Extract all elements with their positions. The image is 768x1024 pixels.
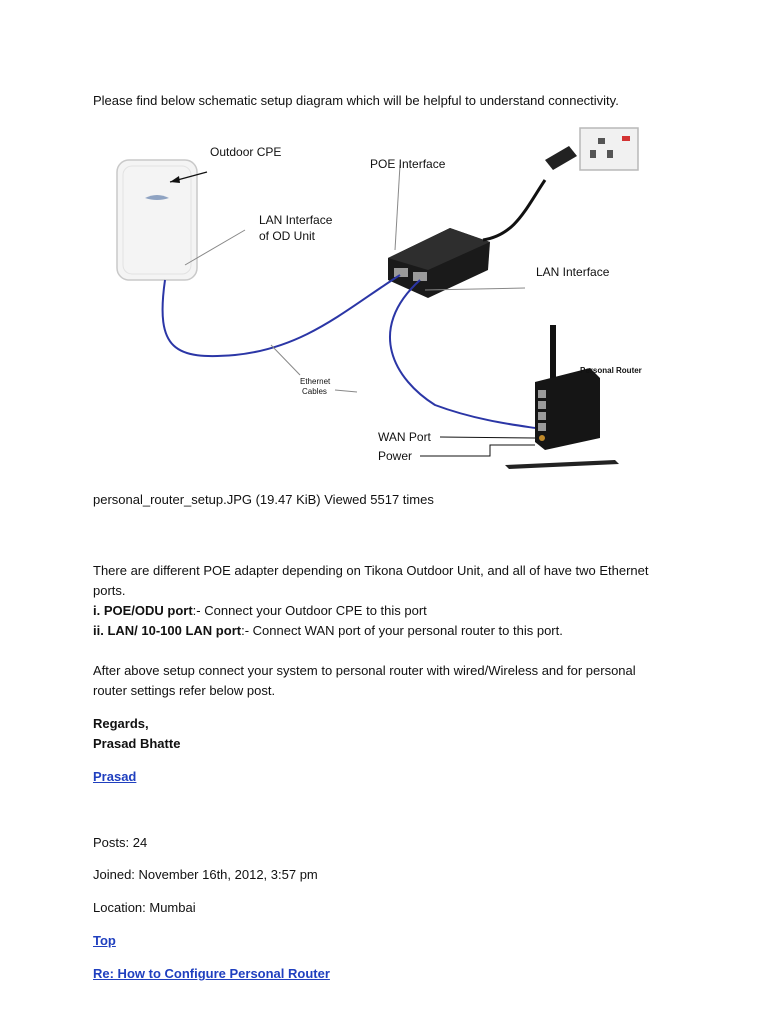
label-outdoor-cpe: Outdoor CPE [210,145,281,159]
profile-joined: Joined: November 16th, 2012, 3:57 pm [93,867,318,882]
profile-link[interactable]: Prasad [93,769,137,784]
poe-adapter [388,228,490,298]
list-item-i-label: i. POE/ODU port [93,603,193,618]
ethernet-cable-cpe [161,274,401,358]
paragraph-1-line-1: There are different POE adapter dependin… [93,563,649,578]
paragraph-2-line-2: router settings refer below post. [93,683,276,698]
list-item-i-text: :- Connect your Outdoor CPE to this port [192,603,427,618]
signature-name: Prasad Bhatte [93,736,181,751]
label-ethernet: Ethernet [300,377,331,386]
top-link[interactable]: Top [93,933,116,948]
label-personal-router: Personal Router [580,366,642,375]
paragraph-1-line-2: ports. [93,583,126,598]
list-item-ii-label: ii. LAN/ 10-100 LAN port [93,623,242,638]
intro-text: Please find below schematic setup diagra… [93,93,619,108]
list-item-i: i. POE/ODU port:- Connect your Outdoor C… [93,601,427,621]
label-lan-od-line1: LAN Interface [259,213,333,227]
attachment-caption: personal_router_setup.JPG (19.47 KiB) Vi… [93,492,434,507]
label-cables: Cables [302,387,327,396]
setup-diagram: Outdoor CPE POE Interface LAN Interface … [116,127,642,469]
paragraph-2-line-1: After above setup connect your system to… [93,663,636,678]
profile-posts: Posts: 24 [93,835,148,850]
power-cable [482,179,547,242]
list-item-ii-text: :- Connect WAN port of your personal rou… [241,623,563,638]
personal-router-device [505,325,619,469]
reply-title-link[interactable]: Re: How to Configure Personal Router [93,966,330,981]
signature-regards: Regards, [93,716,149,731]
profile-location: Location: Mumbai [93,900,196,915]
label-lan-interface: LAN Interface [536,265,610,279]
label-power: Power [378,449,412,463]
list-item-ii: ii. LAN/ 10-100 LAN port:- Connect WAN p… [93,621,563,641]
ethernet-cable-router [389,279,536,429]
wall-socket [579,127,639,171]
outdoor-cpe-device [116,159,198,281]
label-poe-interface: POE Interface [370,157,446,171]
label-wan-port: WAN Port [378,430,432,444]
power-plug [545,146,577,170]
label-lan-od-line2: of OD Unit [259,229,316,243]
